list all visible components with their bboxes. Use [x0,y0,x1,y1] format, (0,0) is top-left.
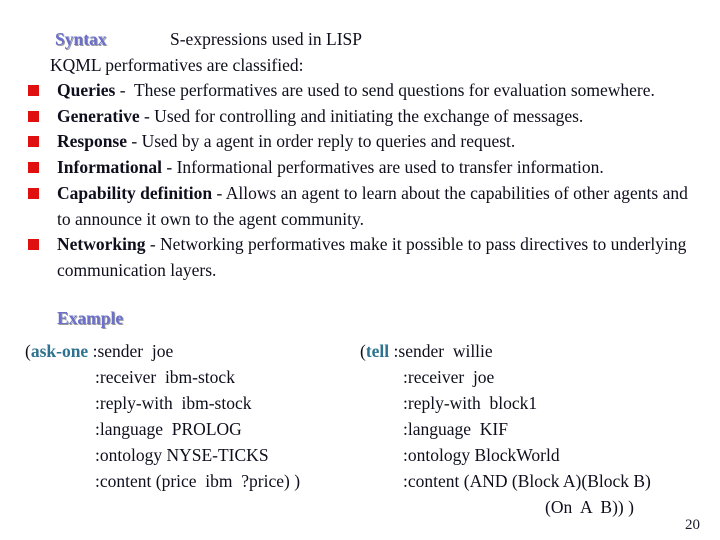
bullet-square-icon [28,162,39,174]
code-text: :sender joe [88,340,174,361]
bullet-square-icon [28,136,39,148]
header-line: Syntax S-expressions used in LISP [55,26,720,52]
bullet-text: Queries - These performatives are used t… [57,78,690,104]
bullet-square-icon [28,110,39,122]
bullet-text: Networking - Networking performatives ma… [57,232,690,283]
code-line: :receiver ibm-stock [95,366,235,387]
code-line: (On A B)) ) [545,496,634,517]
bullet-text: Capability definition - Allows an agent … [57,181,690,232]
page-number: 20 [685,517,700,533]
code-line: :ontology NYSE-TICKS [95,444,269,465]
code-line: :content (price ibm ?price) ) [95,470,301,491]
code-line: :reply-with block1 [403,392,538,413]
code-block-tell: (tell :sender willie :receiver joe :repl… [360,338,705,520]
code-line: :reply-with ibm-stock [95,392,252,413]
code-line: :receiver joe [403,366,495,387]
bullet-desc: - Used by a agent in order reply to quer… [127,131,516,152]
performative-keyword: ask-one [30,340,89,361]
performative-keyword: tell [365,340,390,361]
code-line: (tell :sender willie [360,338,705,364]
bullet-square-icon [28,187,39,199]
slide-subtitle: S-expressions used in LISP [170,29,363,49]
code-line: :language PROLOG [95,418,242,439]
code-text: :sender willie [389,340,493,361]
code-line: :ontology BlockWorld [403,444,560,465]
bullet-desc: - Networking performatives make it possi… [57,234,691,280]
list-item: Informational - Informational performati… [0,155,720,181]
open-paren: ( [25,340,31,361]
bullet-square-icon [28,85,39,96]
code-line: (ask-one :sender joe [25,338,360,364]
bullet-desc: - Informational performatives are used t… [162,157,604,178]
bullet-term: Queries [57,80,116,100]
code-block-ask-one: (ask-one :sender joe :receiver ibm-stock… [25,338,360,494]
list-item: Queries - These performatives are used t… [0,78,720,104]
list-item: Networking - Networking performatives ma… [0,232,720,283]
bullet-term: Generative [57,105,140,126]
code-line: :language KIF [403,418,508,439]
list-item: Response - Used by a agent in order repl… [0,129,720,155]
bullet-text: Generative - Used for controlling and in… [57,104,690,130]
open-paren: ( [360,340,366,361]
list-item: Capability definition - Allows an agent … [0,181,720,232]
slide-title: Syntax [55,29,107,49]
bullet-text: Response - Used by a agent in order repl… [57,129,690,155]
bullet-term: Informational [57,157,162,178]
bullet-term: Networking [57,234,146,255]
bullet-text: Informational - Informational performati… [57,155,690,181]
intro-text: KQML performatives are classified: [50,55,304,75]
bullet-term: Capability definition [57,182,213,203]
bullet-list: Queries - These performatives are used t… [0,78,720,284]
bullet-term: Response [57,131,128,152]
bullet-desc: - Allows an agent to learn about the cap… [57,182,693,229]
bullet-desc: - These performatives are used to send q… [115,80,655,100]
example-heading: Example [57,307,124,328]
list-item: Generative - Used for controlling and in… [0,104,720,130]
bullet-desc: - Used for controlling and initiating th… [139,105,584,126]
bullet-square-icon [28,239,39,251]
code-examples: (ask-one :sender joe :receiver ibm-stock… [0,338,720,520]
code-line: :content (AND (Block A)(Block B) [403,470,651,491]
